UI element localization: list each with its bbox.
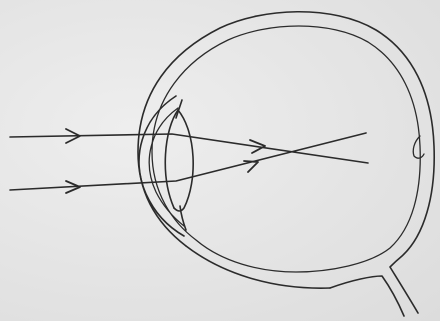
light-ray-lower — [10, 133, 366, 190]
lens-left — [165, 110, 178, 208]
optic-nerve-line — [330, 276, 404, 316]
cornea-outer — [139, 96, 184, 236]
light-ray-upper — [10, 134, 368, 163]
lens-right — [174, 110, 193, 211]
blind-spot-notch — [413, 136, 424, 158]
eye-bottom-wall — [186, 246, 330, 288]
eye-outer-wall — [138, 12, 434, 313]
